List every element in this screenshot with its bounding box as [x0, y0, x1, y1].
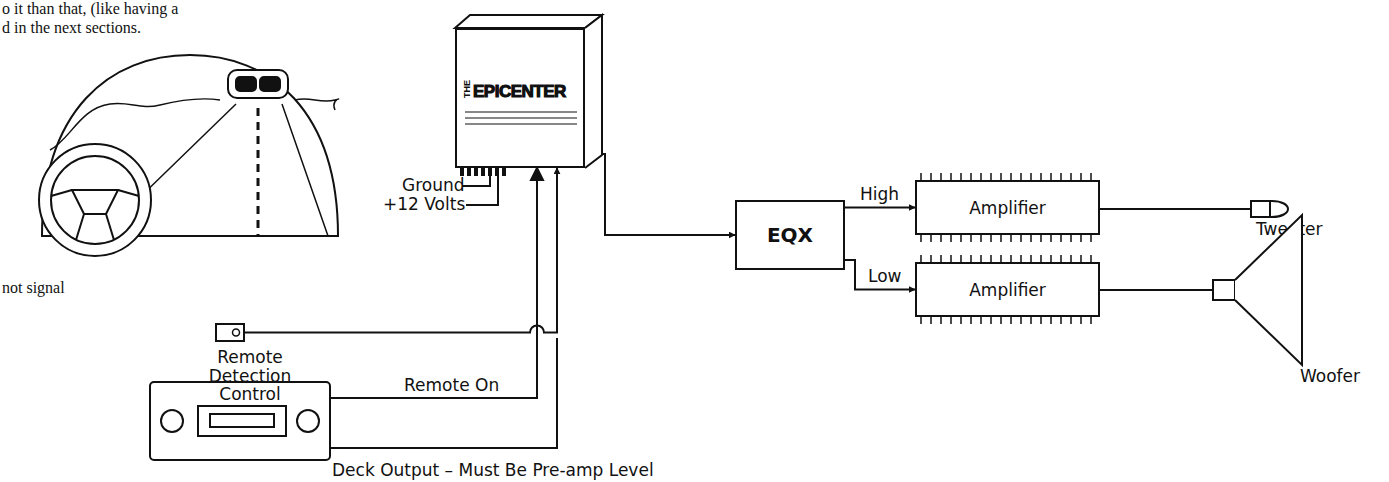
amplifier-box: Amplifier	[915, 180, 1100, 235]
sunglasses-lens	[260, 77, 280, 91]
signal-wire	[845, 260, 915, 290]
deck-knob	[297, 410, 319, 432]
signal-name: +12 Volts	[383, 195, 465, 214]
node-label: Amplifier	[969, 280, 1046, 300]
rear-view-mirror	[228, 70, 288, 98]
signal-name: Remote On	[404, 376, 499, 395]
processor-unit: THEEPICENTER	[455, 28, 585, 168]
node-label: Amplifier	[969, 198, 1046, 218]
node-label: Remote Detection Control	[180, 348, 320, 404]
page-text: o it than that, (like having a	[2, 0, 178, 18]
woofer-speaker: Woofer	[1212, 200, 1387, 390]
amplifier-box: Amplifier	[915, 262, 1100, 317]
signal-wire	[845, 207, 915, 209]
remote-on-wire	[330, 176, 537, 398]
signal-name: Deck Output – Must Be Pre-amp Level	[332, 461, 654, 480]
sunglasses-lens	[236, 77, 256, 91]
page-text: d in the next sections.	[2, 19, 141, 37]
signal-wire	[1100, 208, 1250, 210]
edge-label: High	[858, 185, 901, 204]
node-label: THE	[462, 86, 472, 98]
steering-wheel	[39, 144, 151, 256]
signal-wire	[1100, 289, 1213, 291]
node-label: EQX	[767, 223, 813, 247]
remote-control-unit: Remote Detection Control	[180, 322, 320, 386]
wire-arrowhead	[531, 168, 543, 180]
edge-label: Low	[866, 267, 903, 286]
equalizer-box: EQX	[735, 200, 845, 270]
remote-box	[215, 323, 245, 342]
steering-wheel-spokes	[51, 190, 139, 240]
tweeter-symbol	[1250, 197, 1290, 221]
signal-wire	[585, 154, 735, 235]
steering-wheel-inner	[51, 156, 139, 244]
road-center-line	[257, 108, 260, 236]
node-label: EPICENTER	[473, 82, 566, 102]
deck-output-wire	[330, 338, 557, 448]
deck-slot-inner	[210, 414, 274, 427]
steering-wheel-hub	[72, 190, 118, 214]
deck-knob	[161, 410, 183, 432]
signal-wire	[245, 168, 557, 333]
node-label: Woofer	[1300, 366, 1360, 386]
woofer-magnet	[1213, 280, 1235, 300]
page-text: not signal	[2, 279, 65, 297]
signal-name: Ground	[402, 176, 465, 195]
deck-slot	[198, 406, 286, 436]
